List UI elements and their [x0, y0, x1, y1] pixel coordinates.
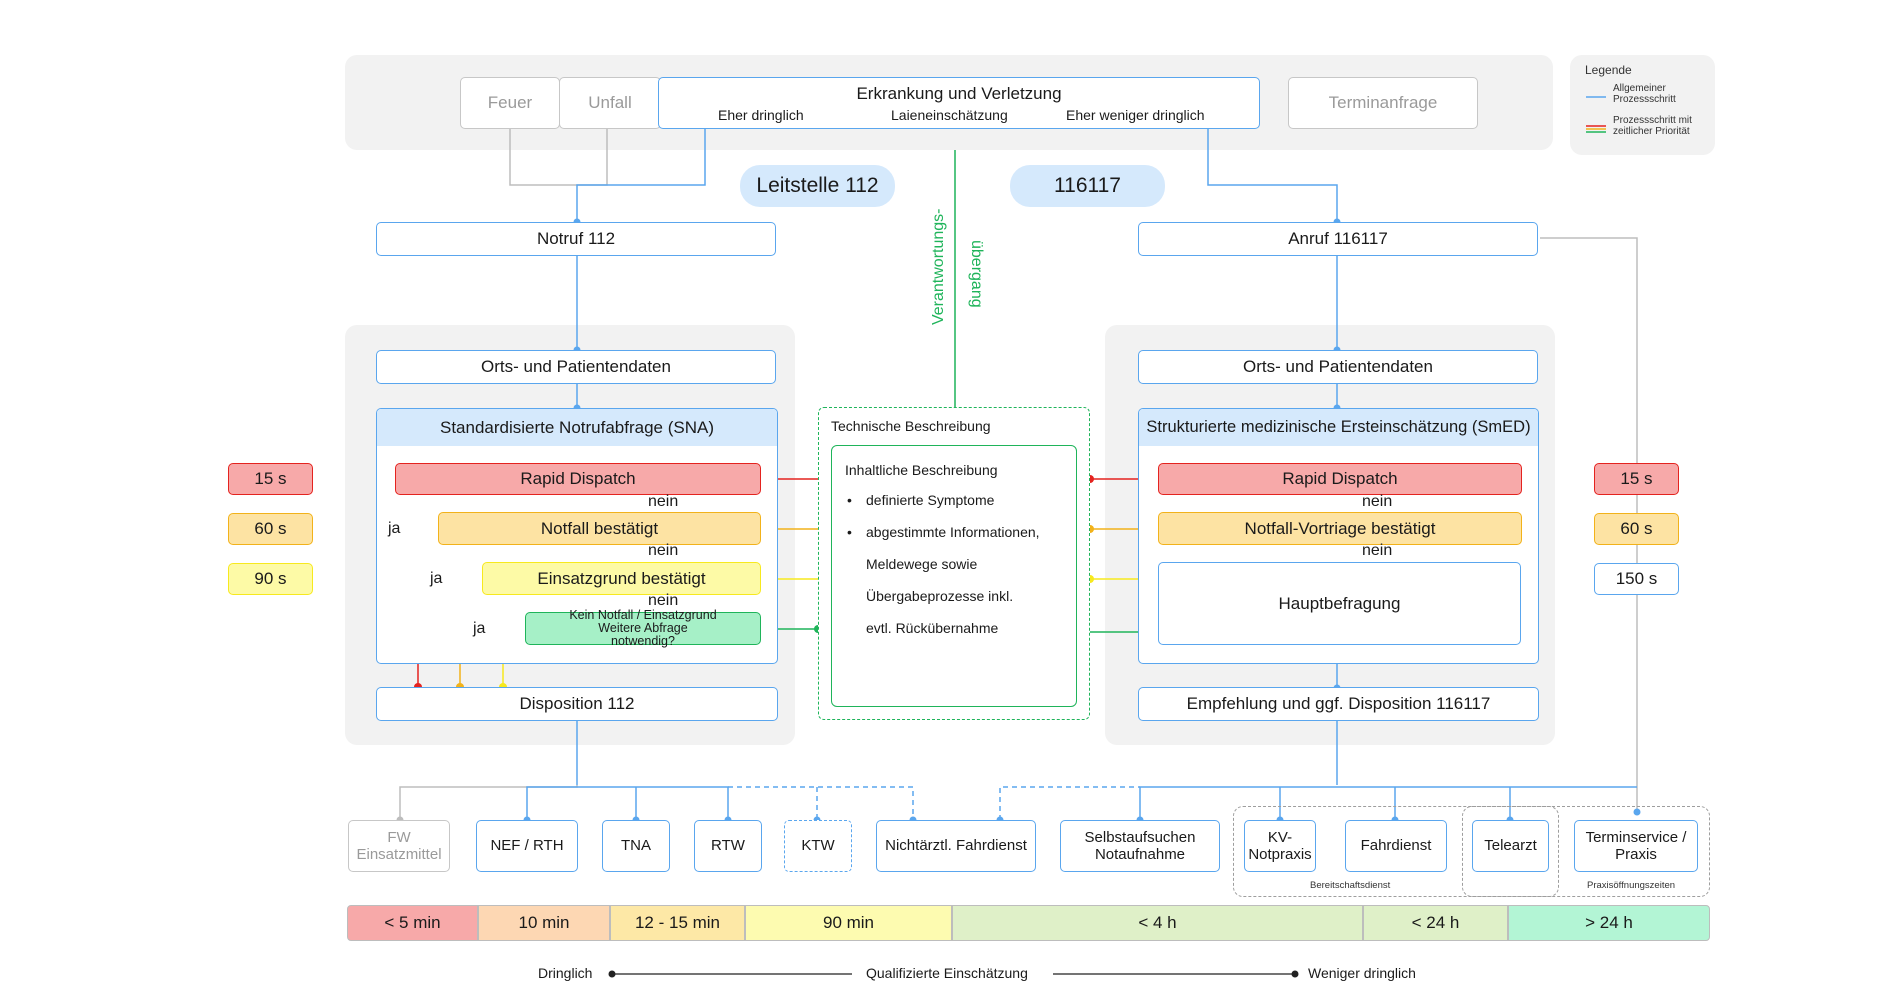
fire-line	[509, 125, 577, 186]
timeline-segment-6: > 24 h	[1508, 905, 1710, 941]
on-call-label: Bereitschaftsdienst	[1310, 880, 1391, 891]
on-call-group	[1233, 806, 1559, 897]
left-time-60s: 60 s	[228, 513, 313, 545]
right-bus	[1139, 786, 1637, 820]
terminservice-resource: Terminservice / Praxis	[1574, 820, 1698, 872]
content-bullet-2d: evtl. Rückübernahme	[866, 620, 999, 636]
center-116117-pill: 116117	[1010, 165, 1165, 207]
timeline-segment-5: < 24 h	[1363, 905, 1508, 941]
self-referral-resource: Selbstaufsuchen Notaufnahme	[1060, 820, 1220, 872]
left-no-1: nein	[648, 493, 679, 510]
illness-right-line	[1207, 125, 1338, 222]
sna-header: Standardisierte Notrufabfrage (SNA)	[377, 409, 777, 446]
legend-timed: Prozessschritt mit zeitlicher Priorität	[1613, 115, 1692, 137]
right-bus-dashed	[999, 786, 1140, 820]
accident-line	[577, 125, 608, 186]
content-title: Inhaltliche Beschreibung	[845, 462, 998, 478]
office-hours-group	[1462, 806, 1710, 897]
right-pretriage-confirmed: Notfall-Vortriage bestätigt	[1158, 512, 1522, 545]
handover-label-2: übergang	[968, 240, 985, 308]
tna-resource: TNA	[602, 820, 670, 872]
handover-label-1: Verantwortungs-	[930, 208, 947, 325]
legend-title: Legende	[1585, 63, 1632, 77]
nonmedical-transport-resource: Nichtärztl. Fahrdienst	[876, 820, 1036, 872]
content-bullet-2a: abgestimmte Informationen,	[866, 524, 1040, 540]
content-bullet-2b: Meldewege sowie	[866, 556, 978, 572]
legend-general: Allgemeiner Prozessschritt	[1613, 83, 1676, 105]
tech-title: Technische Beschreibung	[831, 418, 991, 434]
left-yes-1: ja	[388, 520, 401, 537]
timeline-segment-1: 10 min	[478, 905, 610, 941]
ktw-resource: KTW	[784, 820, 852, 872]
fire-box: Feuer	[460, 77, 560, 129]
scale-less-urgent-label: Weniger dringlich	[1308, 965, 1416, 981]
timeline-segment-4: < 4 h	[952, 905, 1363, 941]
timeline-segment-0: < 5 min	[347, 905, 478, 941]
left-bus	[399, 785, 578, 820]
left-yes-2: ja	[430, 570, 443, 587]
right-rapid-dispatch: Rapid Dispatch	[1158, 463, 1522, 495]
right-patient-data-box: Orts- und Patientendaten	[1138, 350, 1538, 384]
content-description-box	[831, 445, 1077, 707]
left-rapid-dispatch: Rapid Dispatch	[395, 463, 761, 495]
disposition-112-box: Disposition 112	[376, 687, 778, 721]
left-reason-confirmed: Einsatzgrund bestätigt	[482, 562, 761, 595]
illness-title: Erkrankung und Verletzung	[856, 84, 1062, 103]
right-main-interview: Hauptbefragung	[1158, 562, 1521, 645]
left-no-2: nein	[648, 542, 679, 559]
content-bullet-2c: Übergabeprozesse inkl.	[866, 588, 1014, 604]
accident-box: Unfall	[559, 77, 661, 129]
right-no-2: nein	[1362, 542, 1393, 559]
left-time-90s: 90 s	[228, 563, 313, 595]
right-time-15s: 15 s	[1594, 463, 1679, 495]
illness-left-line	[576, 125, 706, 222]
kv-practice-resource: KV- Notpraxis	[1244, 820, 1316, 872]
bullet-dot-1: •	[847, 492, 852, 508]
office-hours-label: Praxisöffnungszeiten	[1587, 880, 1676, 891]
right-no-1: nein	[1362, 493, 1393, 510]
left-no-3: nein	[648, 592, 679, 609]
right-time-150s: 150 s	[1594, 563, 1679, 595]
anruf-116117-box: Anruf 116117	[1138, 222, 1538, 256]
less-urgent-label: Eher weniger dringlich	[1066, 107, 1205, 123]
center-112-pill: Leitstelle 112	[740, 165, 895, 207]
fw-resource: FW Einsatzmittel	[348, 820, 450, 872]
direct-terminservice-line	[1540, 237, 1638, 812]
left-yes-3: ja	[473, 620, 486, 637]
tech-description-box	[818, 407, 1090, 720]
bullet-dot-2: •	[847, 524, 852, 540]
left-no-emergency: Kein Notfall / Einsatzgrund Weitere Abfr…	[525, 608, 761, 648]
nef-rth-resource: NEF / RTH	[476, 820, 578, 872]
smed-header: Strukturierte medizinische Ersteinschätz…	[1139, 409, 1538, 446]
scale-middle-label: Qualifizierte Einschätzung	[866, 965, 1028, 981]
left-bus-dashed	[728, 786, 914, 820]
left-emergency-confirmed: Notfall bestätigt	[438, 512, 761, 545]
left-bus-blue	[526, 786, 729, 820]
rtw-resource: RTW	[694, 820, 762, 872]
telephysician-resource: Telearzt	[1472, 820, 1549, 872]
timeline-segment-3: 90 min	[745, 905, 952, 941]
content-bullet-1: definierte Symptome	[866, 492, 995, 508]
more-urgent-label: Eher dringlich	[718, 107, 804, 123]
left-patient-data-box: Orts- und Patientendaten	[376, 350, 776, 384]
left-time-15s: 15 s	[228, 463, 313, 495]
scale-urgent-label: Dringlich	[538, 965, 593, 981]
right-time-60s: 60 s	[1594, 513, 1679, 545]
timeline-segment-2: 12 - 15 min	[610, 905, 745, 941]
notruf-112-box: Notruf 112	[376, 222, 776, 256]
legend-panel	[1570, 55, 1715, 155]
illness-box: Erkrankung und Verletzung	[658, 77, 1260, 129]
disposition-116117-box: Empfehlung und ggf. Disposition 116117	[1138, 687, 1539, 721]
driver-resource: Fahrdienst	[1345, 820, 1447, 872]
appointment-box: Terminanfrage	[1288, 77, 1478, 129]
lay-assessment-label: Laieneinschätzung	[891, 107, 1008, 123]
